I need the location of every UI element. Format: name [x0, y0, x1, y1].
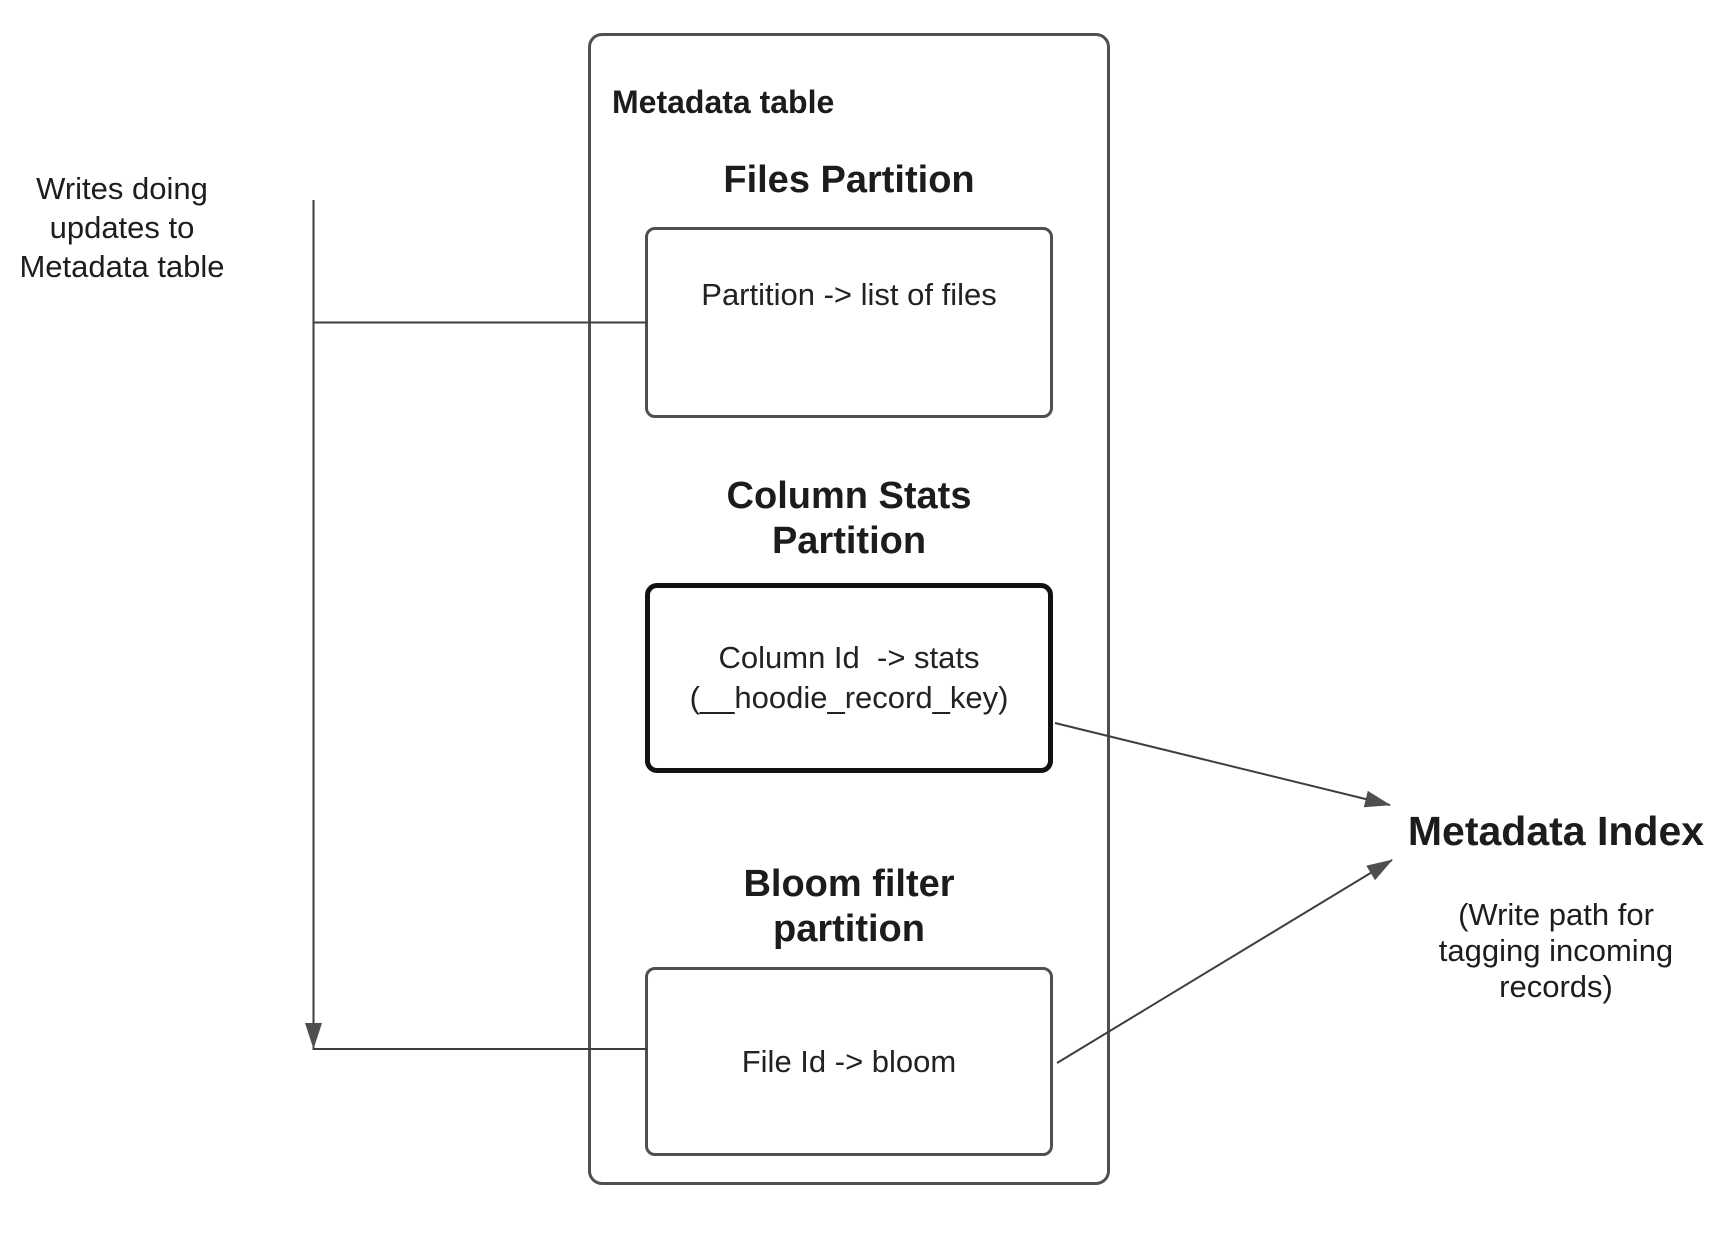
heading-line: Partition — [771, 520, 927, 562]
bloom-filter-partition-heading: Bloom filter partition — [588, 862, 1110, 952]
files-partition-content: Partition -> list of files — [701, 276, 997, 312]
bloom-filter-content: File Id -> bloom — [741, 1043, 957, 1079]
column-stats-content-line: (__hoodie_record_key) — [689, 680, 1009, 715]
subtitle-line: records) — [1499, 969, 1613, 1004]
metadata-table-box — [588, 33, 1110, 1185]
files-partition-heading: Files Partition — [588, 158, 1110, 203]
heading-line: partition — [773, 908, 925, 950]
column-stats-partition-box: Column Id -> stats (__hoodie_record_key) — [645, 583, 1053, 773]
subtitle-line: tagging incoming — [1438, 933, 1674, 968]
metadata-index: Metadata Index (Write path for tagging i… — [1396, 807, 1716, 1005]
metadata-index-subtitle: (Write path for tagging incoming records… — [1396, 897, 1716, 1005]
bloom-filter-partition-box: File Id -> bloom — [645, 967, 1053, 1156]
files-partition-box: Partition -> list of files — [645, 227, 1053, 418]
heading-line: Files Partition — [723, 159, 975, 201]
heading-line: Bloom filter — [743, 863, 955, 905]
writes-note-line: Writes doing — [36, 171, 208, 206]
metadata-index-title: Metadata Index — [1407, 808, 1705, 854]
writes-note-line: Metadata table — [19, 249, 225, 284]
writes-note-line: updates to — [49, 210, 195, 245]
column-stats-content-line: Column Id -> stats — [718, 640, 980, 675]
column-stats-partition-heading: Column Stats Partition — [588, 474, 1110, 564]
metadata-table-title: Metadata table — [612, 84, 835, 120]
subtitle-line: (Write path for — [1458, 897, 1654, 932]
writes-note: Writes doing updates to Metadata table — [10, 169, 234, 286]
heading-line: Column Stats — [726, 475, 972, 517]
